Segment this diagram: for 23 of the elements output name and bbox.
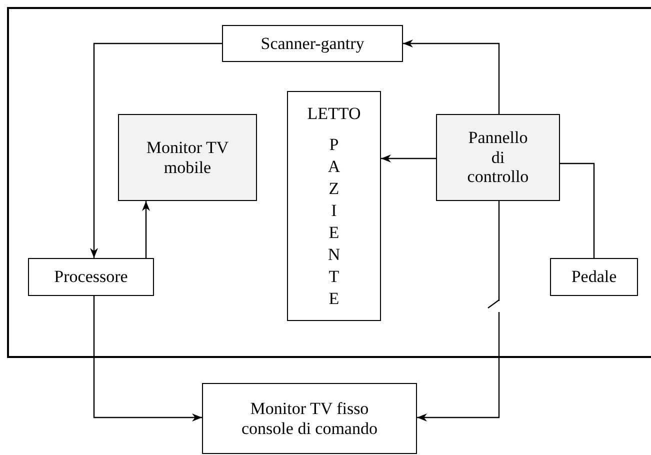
box-label: Pedale xyxy=(571,267,617,287)
box-label: Monitor TV mobile xyxy=(145,138,230,178)
arrow xyxy=(93,296,202,422)
component-box xyxy=(550,258,638,296)
component-box xyxy=(28,258,154,296)
box-label: LETTO xyxy=(307,104,361,124)
box-label: Processore xyxy=(54,267,128,287)
room-boundary-box xyxy=(7,7,651,358)
component-box xyxy=(202,383,417,454)
arrow xyxy=(142,201,150,258)
component-box xyxy=(222,25,403,62)
component-box xyxy=(436,114,560,201)
box-label: Monitor TV fisso console di comando xyxy=(240,398,378,438)
arrow xyxy=(417,201,500,422)
component-box xyxy=(118,114,257,201)
arrow xyxy=(403,40,500,114)
box-label: Scanner-gantry xyxy=(260,34,364,54)
arrow xyxy=(90,42,222,258)
box-label: PAZIENTE xyxy=(328,134,340,310)
arrow xyxy=(381,154,436,162)
box-label: Pannello di controllo xyxy=(466,128,530,187)
bed-box xyxy=(287,91,381,321)
connector-line xyxy=(560,162,595,258)
